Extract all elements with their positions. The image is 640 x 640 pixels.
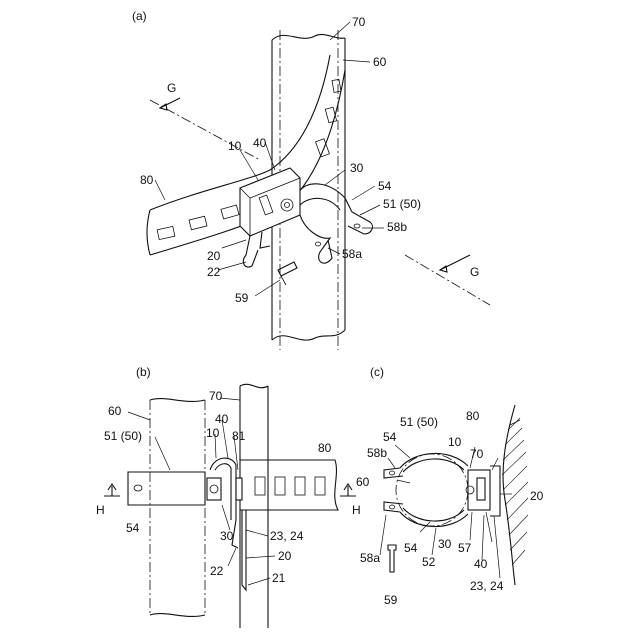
label-10-b: 10: [206, 426, 220, 440]
wall-80: [503, 405, 515, 585]
label-40-c: 40: [474, 557, 488, 571]
clamp-arm-54: [128, 472, 205, 505]
label-51-50-b: 51 (50): [104, 429, 142, 443]
label-81: 81: [232, 429, 246, 443]
clamp-lower: [300, 215, 332, 263]
label-20: 20: [207, 249, 221, 263]
label-80-b: 80: [318, 441, 332, 455]
panel-b: (b) 70 60 40 51 (50) 10 81 80 H H 54 30 …: [96, 365, 361, 628]
label-58b-c: 58b: [367, 446, 387, 460]
h-marker-left: [104, 486, 120, 496]
label-54: 54: [378, 179, 392, 193]
label-54-c-top: 54: [383, 430, 397, 444]
label-23-24-b: 23, 24: [270, 529, 304, 543]
label-57: 57: [458, 541, 472, 555]
panel-c: (c) 80 51 (50) 54 10 58b 70 60 20 54 30 …: [356, 365, 544, 607]
label-g-upper: G: [167, 81, 176, 95]
panel-a: (a) 70 60 G 10 40 80 30 54 51 (50) 58b 2…: [132, 9, 490, 350]
label-54-c-bottom: 54: [404, 541, 418, 555]
label-59: 59: [235, 291, 249, 305]
label-g-lower: G: [470, 265, 479, 279]
label-51-50-c: 51 (50): [400, 415, 438, 429]
panel-b-tag: (b): [136, 365, 151, 379]
label-30-b: 30: [220, 529, 234, 543]
label-58a: 58a: [342, 247, 362, 261]
label-h-right: H: [352, 503, 361, 517]
pole-70-b: [240, 384, 268, 628]
label-23-24-c: 23, 24: [470, 579, 504, 593]
section-line-g-lower: [405, 255, 490, 305]
label-30-c: 30: [438, 537, 452, 551]
label-80-c: 80: [466, 409, 480, 423]
panel-c-tag: (c): [370, 365, 384, 379]
panel-a-tag: (a): [132, 9, 147, 23]
label-60-b: 60: [108, 404, 122, 418]
label-40-b: 40: [215, 412, 229, 426]
label-70-b: 70: [209, 389, 223, 403]
label-10-c: 10: [448, 435, 462, 449]
label-60: 60: [373, 55, 387, 69]
label-22-b: 22: [210, 564, 224, 578]
label-40: 40: [253, 136, 267, 150]
label-30: 30: [350, 161, 364, 175]
label-21: 21: [272, 571, 286, 585]
label-52: 52: [422, 555, 436, 569]
label-70-c: 70: [470, 447, 484, 461]
label-59-c: 59: [384, 593, 398, 607]
label-10: 10: [228, 139, 242, 153]
screw-59-c: [388, 545, 396, 572]
h-marker-right: [340, 486, 356, 496]
label-20-b: 20: [278, 549, 292, 563]
label-60-c: 60: [356, 475, 370, 489]
label-70: 70: [352, 15, 366, 29]
label-58a-c: 58a: [360, 551, 380, 565]
label-51-50: 51 (50): [383, 197, 421, 211]
label-h-left: H: [96, 503, 105, 517]
label-80: 80: [140, 173, 154, 187]
label-20-c: 20: [530, 489, 544, 503]
screw-59: [278, 262, 297, 276]
label-22: 22: [207, 265, 221, 279]
clamp-54: [300, 184, 372, 234]
label-54-b: 54: [126, 521, 140, 535]
label-58b: 58b: [387, 220, 407, 234]
